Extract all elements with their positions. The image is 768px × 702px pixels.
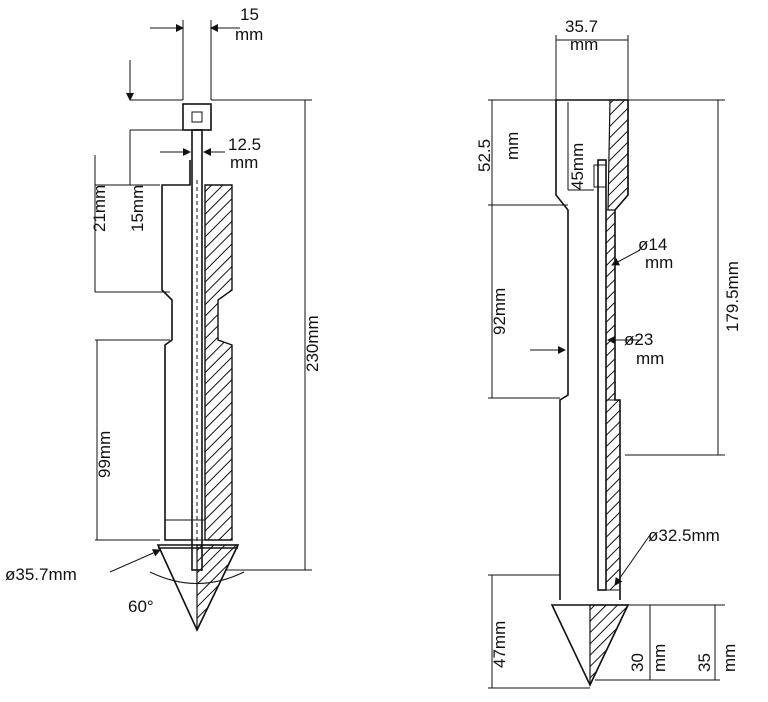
angle-arc (149, 571, 245, 584)
left-upper-dim-1: 21mm (90, 185, 109, 232)
right-rod-diameter-1: ø14 (638, 235, 667, 254)
right-tip-dim-2: 35 (695, 653, 714, 672)
right-inner-length: 45mm (568, 143, 587, 190)
right-long-length: 179.5mm (723, 261, 742, 332)
left-probe-band (164, 519, 206, 541)
right-top-length: 52.5 (475, 139, 494, 172)
right-probe-rod (597, 159, 607, 591)
left-total-length: 230mm (303, 315, 322, 372)
right-probe-low-hatch (605, 399, 621, 591)
left-top-width: 15 (240, 5, 259, 24)
right-rod-diameter-2-unit: mm (636, 349, 664, 368)
leader-line (611, 249, 641, 266)
left-probe-cone-hatch (196, 544, 239, 631)
left-cone-diameter: ø35.7mm (5, 565, 77, 584)
right-probe-rod-head (593, 164, 607, 188)
right-lower-diameter: ø32.5mm (648, 526, 720, 545)
right-tip-dim-2-unit: mm (720, 644, 739, 672)
left-probe-cap (182, 103, 212, 131)
left-cone-angle: 60° (128, 597, 154, 616)
right-tip-dim-1: 30 (628, 653, 647, 672)
right-probe-outline-left (555, 100, 569, 600)
left-rod-diameter: 12.5 (228, 135, 261, 154)
right-rod-diameter-1-unit: mm (645, 253, 673, 272)
right-top-width-unit: mm (570, 35, 598, 54)
right-probe-mid-hatch (605, 209, 616, 401)
leader-line (614, 534, 651, 586)
left-probe (156, 103, 240, 632)
left-top-width-unit: mm (235, 25, 263, 44)
left-dimensions (94, 20, 312, 584)
leader-line (109, 549, 161, 573)
right-probe (550, 99, 630, 687)
right-dimensions (488, 35, 725, 689)
right-probe-cone-hatch (589, 604, 629, 686)
right-top-length-unit: mm (503, 132, 522, 160)
right-middle-length: 92mm (490, 288, 509, 335)
left-upper-dim-2: 15mm (128, 185, 147, 232)
right-rod-diameter-2: ø23 (624, 330, 653, 349)
left-probe-hatched-wall (204, 184, 233, 541)
left-rod-diameter-unit: mm (230, 153, 258, 172)
right-probe-top-hatch (607, 99, 629, 211)
left-probe-body-outline (161, 160, 192, 541)
right-tip-dim-1-unit: mm (650, 644, 669, 672)
right-cone-length: 47mm (490, 621, 509, 668)
left-probe-cap-pin (191, 111, 203, 123)
right-top-width: 35.7 (565, 17, 598, 36)
left-lower-dim: 99mm (95, 431, 114, 478)
